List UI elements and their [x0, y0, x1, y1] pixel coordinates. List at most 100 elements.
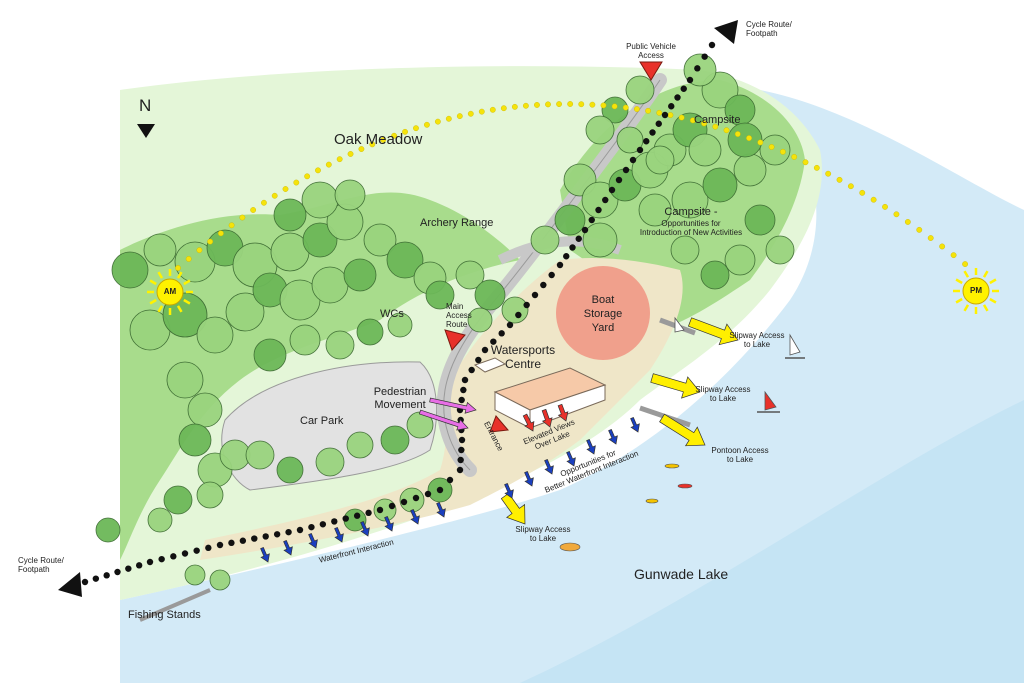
route-dot: [498, 330, 505, 337]
waterfront-arrow-icon: [436, 501, 446, 518]
route-dot: [205, 544, 212, 552]
route-dot: [308, 523, 315, 531]
tree: [147, 507, 173, 533]
slipway1-line2: to Lake: [743, 340, 771, 350]
pontoon-access-label: Pontoon Access to Lake: [703, 446, 777, 464]
route-dot: [694, 65, 701, 72]
sun-icon: [147, 269, 193, 315]
car-park: [221, 361, 438, 491]
route-dot: [708, 41, 716, 49]
cycle-ne-line1: Cycle Route/: [746, 20, 792, 29]
watersports-centre-label: Watersports Centre: [478, 343, 568, 372]
sun-path-dot: [645, 107, 651, 114]
waterfront-arrow-icon: [586, 438, 596, 455]
route-dot: [114, 568, 121, 576]
route-dot: [468, 366, 475, 374]
sun-path-dot: [500, 105, 507, 112]
tree: [467, 307, 493, 333]
sun-path-dot: [175, 265, 181, 271]
route-dot: [668, 103, 675, 110]
sun-path-dot: [347, 151, 354, 157]
tree: [363, 223, 397, 257]
route-dot: [331, 518, 338, 525]
waterfront-arrow-icon: [334, 526, 344, 543]
route-dot: [285, 528, 292, 536]
slipway-access-label-1: Slipway Access to Lake: [722, 331, 792, 349]
kayak-icon: [677, 483, 693, 489]
route-dot: [588, 216, 595, 224]
sun-path-dot: [196, 247, 203, 254]
route-dot: [581, 226, 589, 234]
sun-path-dot: [667, 112, 674, 118]
tree: [380, 425, 410, 455]
route-dot: [193, 547, 200, 554]
pontoon-line2: to Lake: [726, 455, 754, 465]
sailboat-icon: [785, 333, 805, 359]
sun-path-dot: [746, 135, 752, 142]
route-dot: [424, 490, 432, 498]
tree: [302, 222, 338, 258]
route-dot: [636, 146, 644, 154]
sun-path-dot: [723, 127, 730, 134]
sun-path-dot: [916, 226, 923, 233]
sun-path-dot: [413, 125, 419, 132]
tree: [276, 456, 304, 484]
tree: [387, 312, 413, 338]
route-dot: [262, 533, 269, 540]
archery-range-label: Archery Range: [420, 217, 494, 229]
tree: [245, 440, 275, 470]
tree: [196, 481, 224, 509]
direction-arrow-icon: [714, 20, 738, 44]
route-dot: [296, 526, 304, 534]
route-dot: [556, 261, 564, 269]
route-dot: [103, 572, 110, 579]
route-dot: [376, 506, 384, 514]
view-arrow-icon: [522, 413, 535, 432]
sun-ray: [176, 305, 183, 313]
tree: [273, 198, 307, 232]
tree: [724, 244, 756, 276]
sun-path-dot: [391, 132, 398, 139]
route-dot: [457, 456, 464, 464]
route-dot: [515, 311, 522, 319]
boat-storage-yard: [556, 266, 650, 360]
tree: [616, 126, 644, 154]
sun-path: [175, 101, 968, 271]
sun-path-dot: [315, 167, 321, 174]
sun-path-dot: [567, 101, 574, 107]
tree-group: [95, 53, 795, 591]
tree: [702, 167, 738, 203]
route-dot: [456, 466, 464, 474]
sun-ray: [183, 298, 191, 305]
pedestrian-arrow-icon: [418, 409, 469, 431]
tree: [196, 316, 234, 354]
main-access-line3: Route: [446, 320, 468, 330]
tree: [601, 96, 629, 124]
sun-path-dot: [634, 106, 640, 112]
fishing-jetty: [139, 588, 211, 622]
north-arrow-icon: [137, 124, 155, 138]
campsite-opportunities-title: Campsite -: [664, 206, 718, 218]
slipway2-line1: Slipway Access: [695, 385, 751, 394]
sun-am-label: AM: [163, 287, 177, 296]
sun-path-dot: [791, 154, 798, 160]
route-dot: [228, 539, 235, 547]
tree: [759, 134, 791, 166]
tree: [688, 133, 722, 167]
cycle-sw-line1: Cycle Route/: [18, 556, 64, 565]
sun-path-dot: [859, 189, 866, 196]
sun-path-dot: [185, 256, 192, 262]
route-dot: [608, 186, 616, 194]
main-access-line2: Access: [446, 311, 472, 321]
sun-path-dot: [217, 230, 224, 237]
tree: [163, 485, 193, 515]
watersports-centre-building: [473, 357, 607, 429]
waterfront-arrow-icon: [504, 482, 514, 499]
waterfront-arrow-icon: [544, 458, 554, 475]
cycle-route-ne-label: Cycle Route/ Footpath: [746, 20, 792, 38]
sun-path-dot: [434, 118, 441, 125]
access-arrow-icon: [687, 317, 739, 346]
gunwade-lake-label: Gunwade Lake: [634, 566, 729, 582]
sun-path-dot: [757, 139, 764, 146]
